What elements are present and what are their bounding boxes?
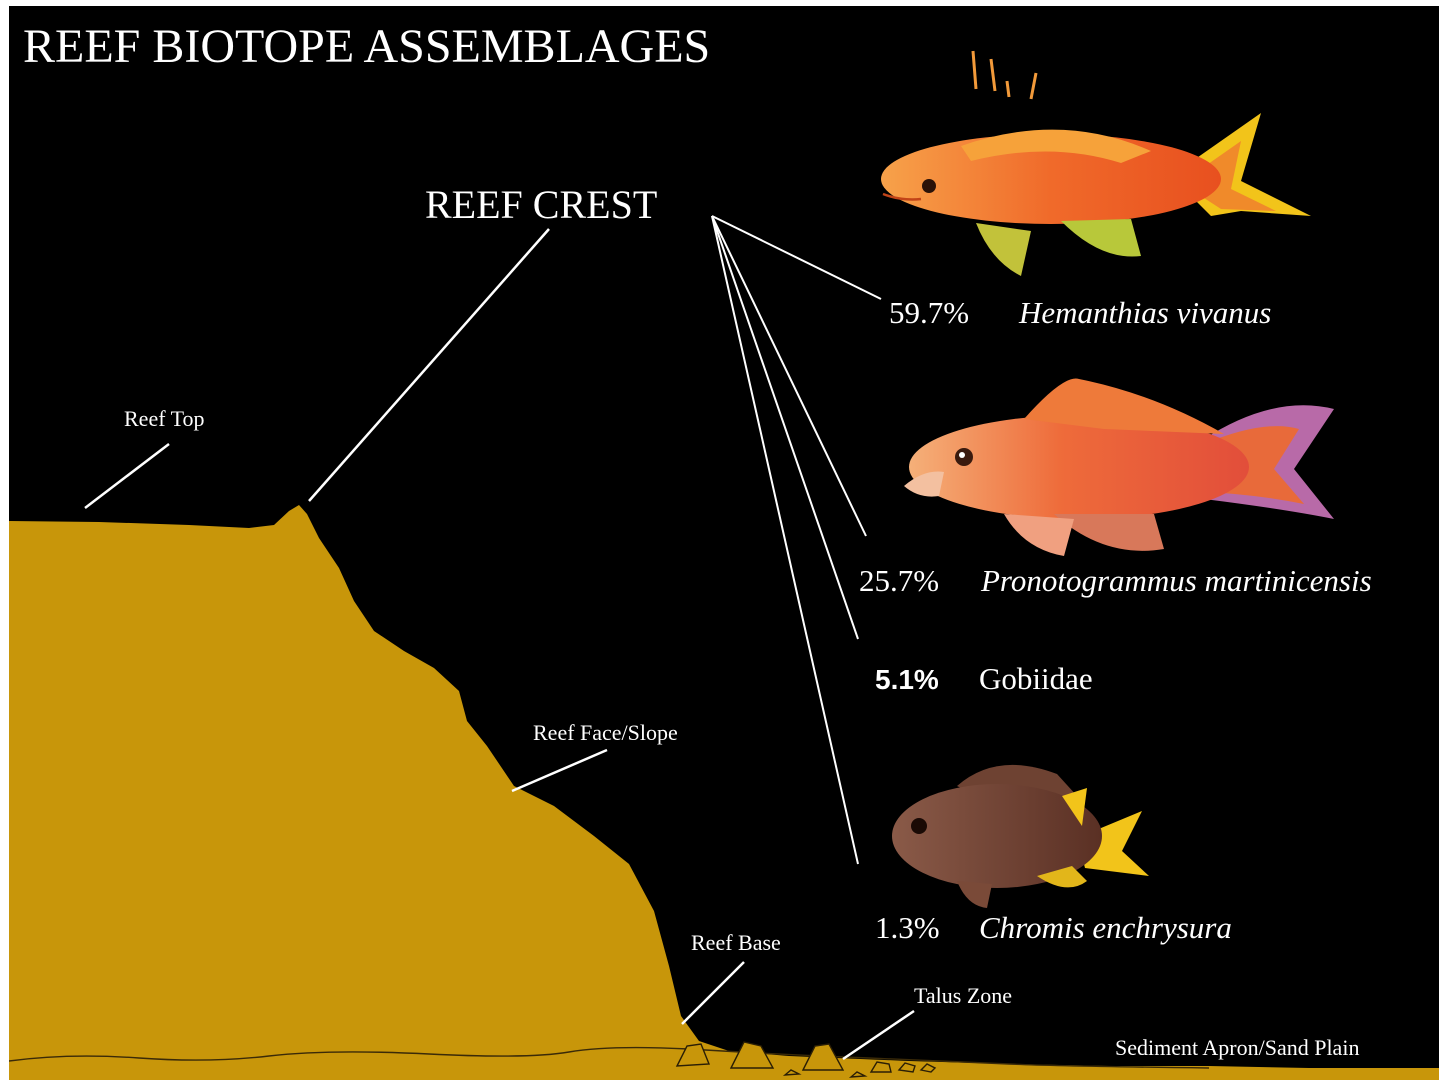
page-title: REEF BIOTOPE ASSEMBLAGES — [23, 20, 710, 73]
zone-label-sediment-apron: Sediment Apron/Sand Plain — [1115, 1035, 1359, 1060]
damselfish-icon — [892, 765, 1149, 908]
assemblage-percent: 59.7% — [889, 295, 969, 330]
zone-label-reef-top: Reef Top — [124, 406, 205, 431]
zone-label-talus-zone: Talus Zone — [914, 983, 1012, 1008]
anthias-fish-icon — [881, 51, 1311, 276]
reef-base-pointer — [682, 962, 744, 1024]
assemblage-taxon: Chromis enchrysura — [979, 910, 1232, 945]
fan-line-pronotogrammus — [712, 216, 866, 536]
anthias-fish-icon — [904, 379, 1334, 557]
diagram-canvas: REEF BIOTOPE ASSEMBLAGES REEF CREST Reef… — [9, 6, 1439, 1080]
fan-line-gobiidae — [712, 216, 858, 639]
assemblage-percent: 1.3% — [875, 910, 940, 945]
assemblage-percent: 5.1% — [875, 664, 939, 695]
assemblage-taxon: Gobiidae — [979, 661, 1093, 696]
talus-zone-pointer — [843, 1011, 914, 1059]
reef-crest-pointer — [309, 229, 549, 501]
reef-crest-label: REEF CREST — [425, 182, 657, 227]
reef-top-pointer — [85, 444, 169, 508]
zone-label-reef-base: Reef Base — [691, 930, 781, 955]
zone-label-reef-face-slope: Reef Face/Slope — [533, 720, 678, 745]
assemblage-taxon: Hemanthias vivanus — [1018, 295, 1271, 330]
assemblage-percent: 25.7% — [859, 563, 939, 598]
reef-face-pointer — [512, 750, 607, 791]
reef-diagram: REEF BIOTOPE ASSEMBLAGES REEF CREST Reef… — [9, 6, 1439, 1080]
fan-line-chromis — [712, 216, 858, 864]
crest-fan-lines — [712, 216, 881, 864]
assemblage-taxon: Pronotogrammus martinicensis — [980, 563, 1372, 598]
